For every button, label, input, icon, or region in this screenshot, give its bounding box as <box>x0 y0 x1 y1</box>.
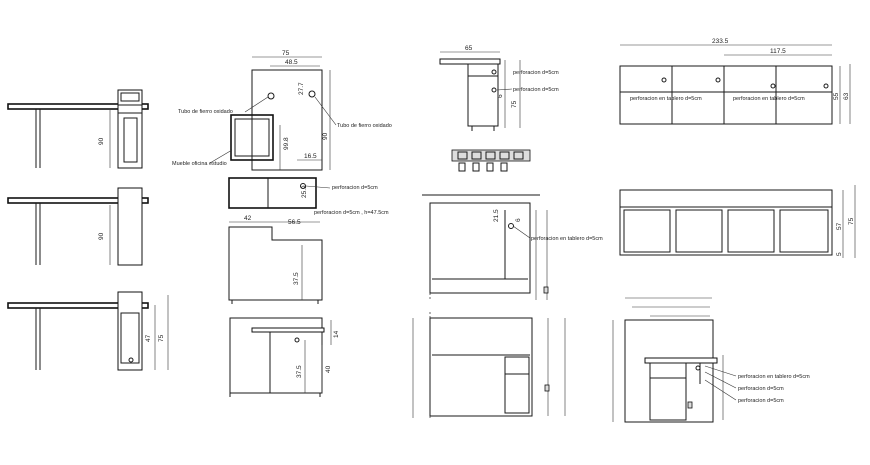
label-perforacion-4: perforacion d=5cm <box>738 386 784 392</box>
label-perforacion-tablero-3: perforacion en tablero d=5cm <box>733 96 805 102</box>
dim-55: 55 <box>833 92 840 100</box>
dim-90-b: 90 <box>98 232 105 240</box>
dim-117-5: 117.5 <box>770 48 786 55</box>
label-mueble-oficina: Mueble oficina estudio <box>172 161 227 167</box>
side-unit-elevation: 65 perforacion d=5cm perforacion d=5cm 6… <box>439 45 559 131</box>
dim-16-5: 16.5 <box>304 153 317 160</box>
label-perforacion-tablero-4: perforacion en tablero d=5cm <box>738 374 810 380</box>
desk-side-elevation-a: 42 56.5 37.5 <box>228 215 323 304</box>
dim-90-a: 90 <box>98 137 105 145</box>
dim-27-7: 27.7 <box>298 82 305 95</box>
desk-side-elevation-b: 14 40 37.5 <box>229 317 340 397</box>
dim-42: 42 <box>244 215 252 222</box>
label-perforacion-3: perforacion d=5cm <box>513 87 559 93</box>
dim-37-5-b: 37.5 <box>296 365 303 378</box>
dim-5-long: 5 <box>836 252 843 256</box>
dim-75-side: 75 <box>511 100 518 108</box>
hardware-detail <box>451 149 531 172</box>
long-cabinet-upper: 233.5 117.5 perforacion en tablero d=5cm… <box>619 38 851 125</box>
label-perforacion-5: perforacion d=5cm <box>738 398 784 404</box>
label-perforacion-tablero-1: perforacion en tablero d=5cm <box>531 236 603 242</box>
desk-elevation-2: 90 <box>7 187 149 266</box>
label-tubo-fierro-1: Tubo de fierro oxidado <box>178 109 233 115</box>
dim-14: 14 <box>333 330 340 338</box>
desk-elevation-1: 90 <box>7 89 149 169</box>
label-perforacion-1: perforacion d=5cm <box>332 185 378 191</box>
dim-99-8: 99.8 <box>283 137 290 150</box>
desk-elevation-3: 47 75 <box>7 291 169 371</box>
dim-65: 65 <box>465 45 473 52</box>
dim-37-5-a: 37.5 <box>293 272 300 285</box>
dim-40: 40 <box>325 365 332 373</box>
label-perforacion-tablero-2: perforacion en tablero d=5cm <box>630 96 702 102</box>
dim-90-plan: 90 <box>322 132 329 140</box>
dim-75-a: 75 <box>158 334 165 342</box>
side-unit-section-b <box>412 312 566 418</box>
dim-75-long: 75 <box>848 217 855 225</box>
label-perforacion-2: perforacion d=5cm <box>513 70 559 76</box>
cabinet-plan: 75 48.5 Tubo de fierro oxidado Tubo de f… <box>172 50 392 216</box>
dim-56-5: 56.5 <box>288 219 301 226</box>
dim-63: 63 <box>843 92 850 100</box>
long-cabinet-lower: 57 75 5 <box>619 185 856 258</box>
label-perforacion-h: perforacion d=5cm , h=47.5cm <box>314 210 389 216</box>
dim-25-9: 25.9 <box>301 185 308 198</box>
corner-desk-elevation: perforacion en tablero d=5cm perforacion… <box>612 297 810 423</box>
dim-233-5: 233.5 <box>712 38 729 45</box>
dim-21-5: 21.5 <box>493 209 500 222</box>
dim-48-5: 48.5 <box>285 59 298 66</box>
label-tubo-fierro-2: Tubo de fierro oxidado <box>337 123 392 129</box>
dim-6-b: 6 <box>515 218 522 222</box>
dim-57: 57 <box>836 222 843 230</box>
dim-47-a: 47 <box>145 334 152 342</box>
dim-75-top: 75 <box>282 50 290 57</box>
dim-6: 6 <box>497 94 504 98</box>
side-unit-section-a: perforacion en tablero d=5cm 21.5 6 <box>422 194 603 300</box>
